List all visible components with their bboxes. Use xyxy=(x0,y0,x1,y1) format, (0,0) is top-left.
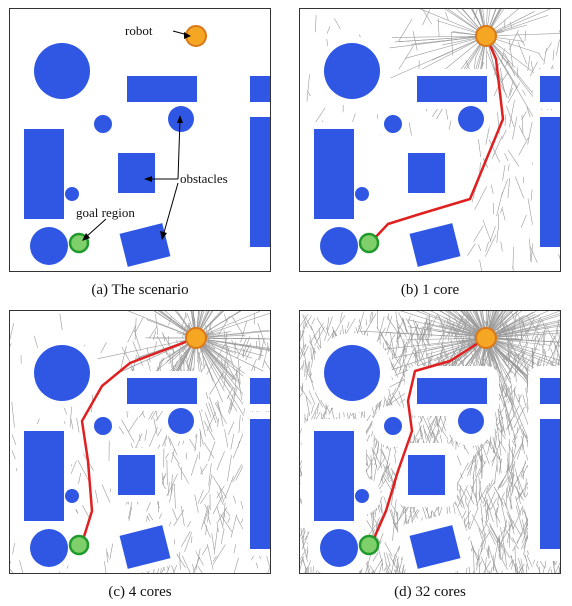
obstacle-shape xyxy=(30,529,68,567)
obstacle-shape xyxy=(94,417,112,435)
obstacle-shape xyxy=(540,76,560,102)
obstacle-shape xyxy=(320,227,358,265)
caption-scenario: (a) The scenario xyxy=(91,282,189,298)
obstacle-shape xyxy=(417,76,487,102)
obstacle-shape xyxy=(324,43,380,99)
tree-4-cores-svg xyxy=(10,311,270,573)
obstacle-shape xyxy=(250,419,270,549)
solution-path xyxy=(370,336,487,544)
obstacle-shape xyxy=(250,378,270,404)
obstacle-shape xyxy=(119,525,171,569)
obstacle-shape xyxy=(118,153,155,193)
obstacles-label: obstacles xyxy=(180,171,228,186)
obstacle-shape xyxy=(355,489,369,503)
panel-32-cores xyxy=(299,310,561,574)
obstacle-shape xyxy=(408,153,445,193)
obstacle-shape xyxy=(250,117,270,247)
obstacles-group xyxy=(24,43,270,267)
obstacle-shape xyxy=(250,76,270,102)
obstacle-shape xyxy=(417,378,487,404)
solution-path xyxy=(80,336,197,544)
robot-icon xyxy=(185,327,207,349)
panel-scenario: robot obstacles goal region xyxy=(9,8,271,272)
goal-region-icon xyxy=(358,534,380,556)
obstacle-shape xyxy=(118,455,155,495)
obstacle-shape xyxy=(30,227,68,265)
caption-32-cores: (d) 32 cores xyxy=(394,584,466,600)
panel-4-cores xyxy=(9,310,271,574)
obstacles-group xyxy=(24,345,270,569)
obstacle-shape xyxy=(540,117,560,247)
tree-1-core-svg xyxy=(306,9,560,271)
obstacle-shape xyxy=(314,431,354,521)
obstacle-shape xyxy=(119,223,171,267)
obstacle-shape xyxy=(168,408,194,434)
obstacle-shape xyxy=(34,43,90,99)
goal-region-icon xyxy=(358,232,380,254)
goal-region-label: goal region xyxy=(76,205,135,220)
obstacle-shape xyxy=(384,115,402,133)
obstacle-shape xyxy=(540,419,560,549)
scenario-svg: robot obstacles goal region xyxy=(24,23,270,267)
obstacle-shape xyxy=(324,345,380,401)
robot-icon xyxy=(475,327,497,349)
panel-1-core xyxy=(299,8,561,272)
tree-32-cores-svg xyxy=(300,311,560,573)
obstacle-shape xyxy=(355,187,369,201)
obstacle-shape xyxy=(24,431,64,521)
obstacle-shape xyxy=(94,115,112,133)
obstacle-shape xyxy=(34,345,90,401)
obstacles-group xyxy=(314,43,560,267)
goal-region-icon xyxy=(68,534,90,556)
obstacle-shape xyxy=(65,187,79,201)
caption-1-core: (b) 1 core xyxy=(400,282,460,298)
obstacle-shape xyxy=(458,106,484,132)
obstacle-shape xyxy=(409,525,461,569)
robot-label: robot xyxy=(125,23,153,38)
obstacle-shape xyxy=(127,378,197,404)
robot-icon xyxy=(475,25,497,47)
obstacle-shape xyxy=(314,129,354,219)
solution-path xyxy=(371,35,505,242)
obstacle-shape xyxy=(384,417,402,435)
obstacle-shape xyxy=(458,408,484,434)
obstacle-shape xyxy=(24,129,64,219)
caption-4-cores: (c) 4 cores xyxy=(108,584,172,600)
obstacle-shape xyxy=(65,489,79,503)
obstacle-shape xyxy=(409,223,461,267)
annotation-arrows xyxy=(82,30,191,241)
obstacle-shape xyxy=(127,76,197,102)
obstacle-shape xyxy=(408,455,445,495)
obstacle-shape xyxy=(540,378,560,404)
obstacle-shape xyxy=(320,529,358,567)
obstacles-group xyxy=(314,345,560,569)
